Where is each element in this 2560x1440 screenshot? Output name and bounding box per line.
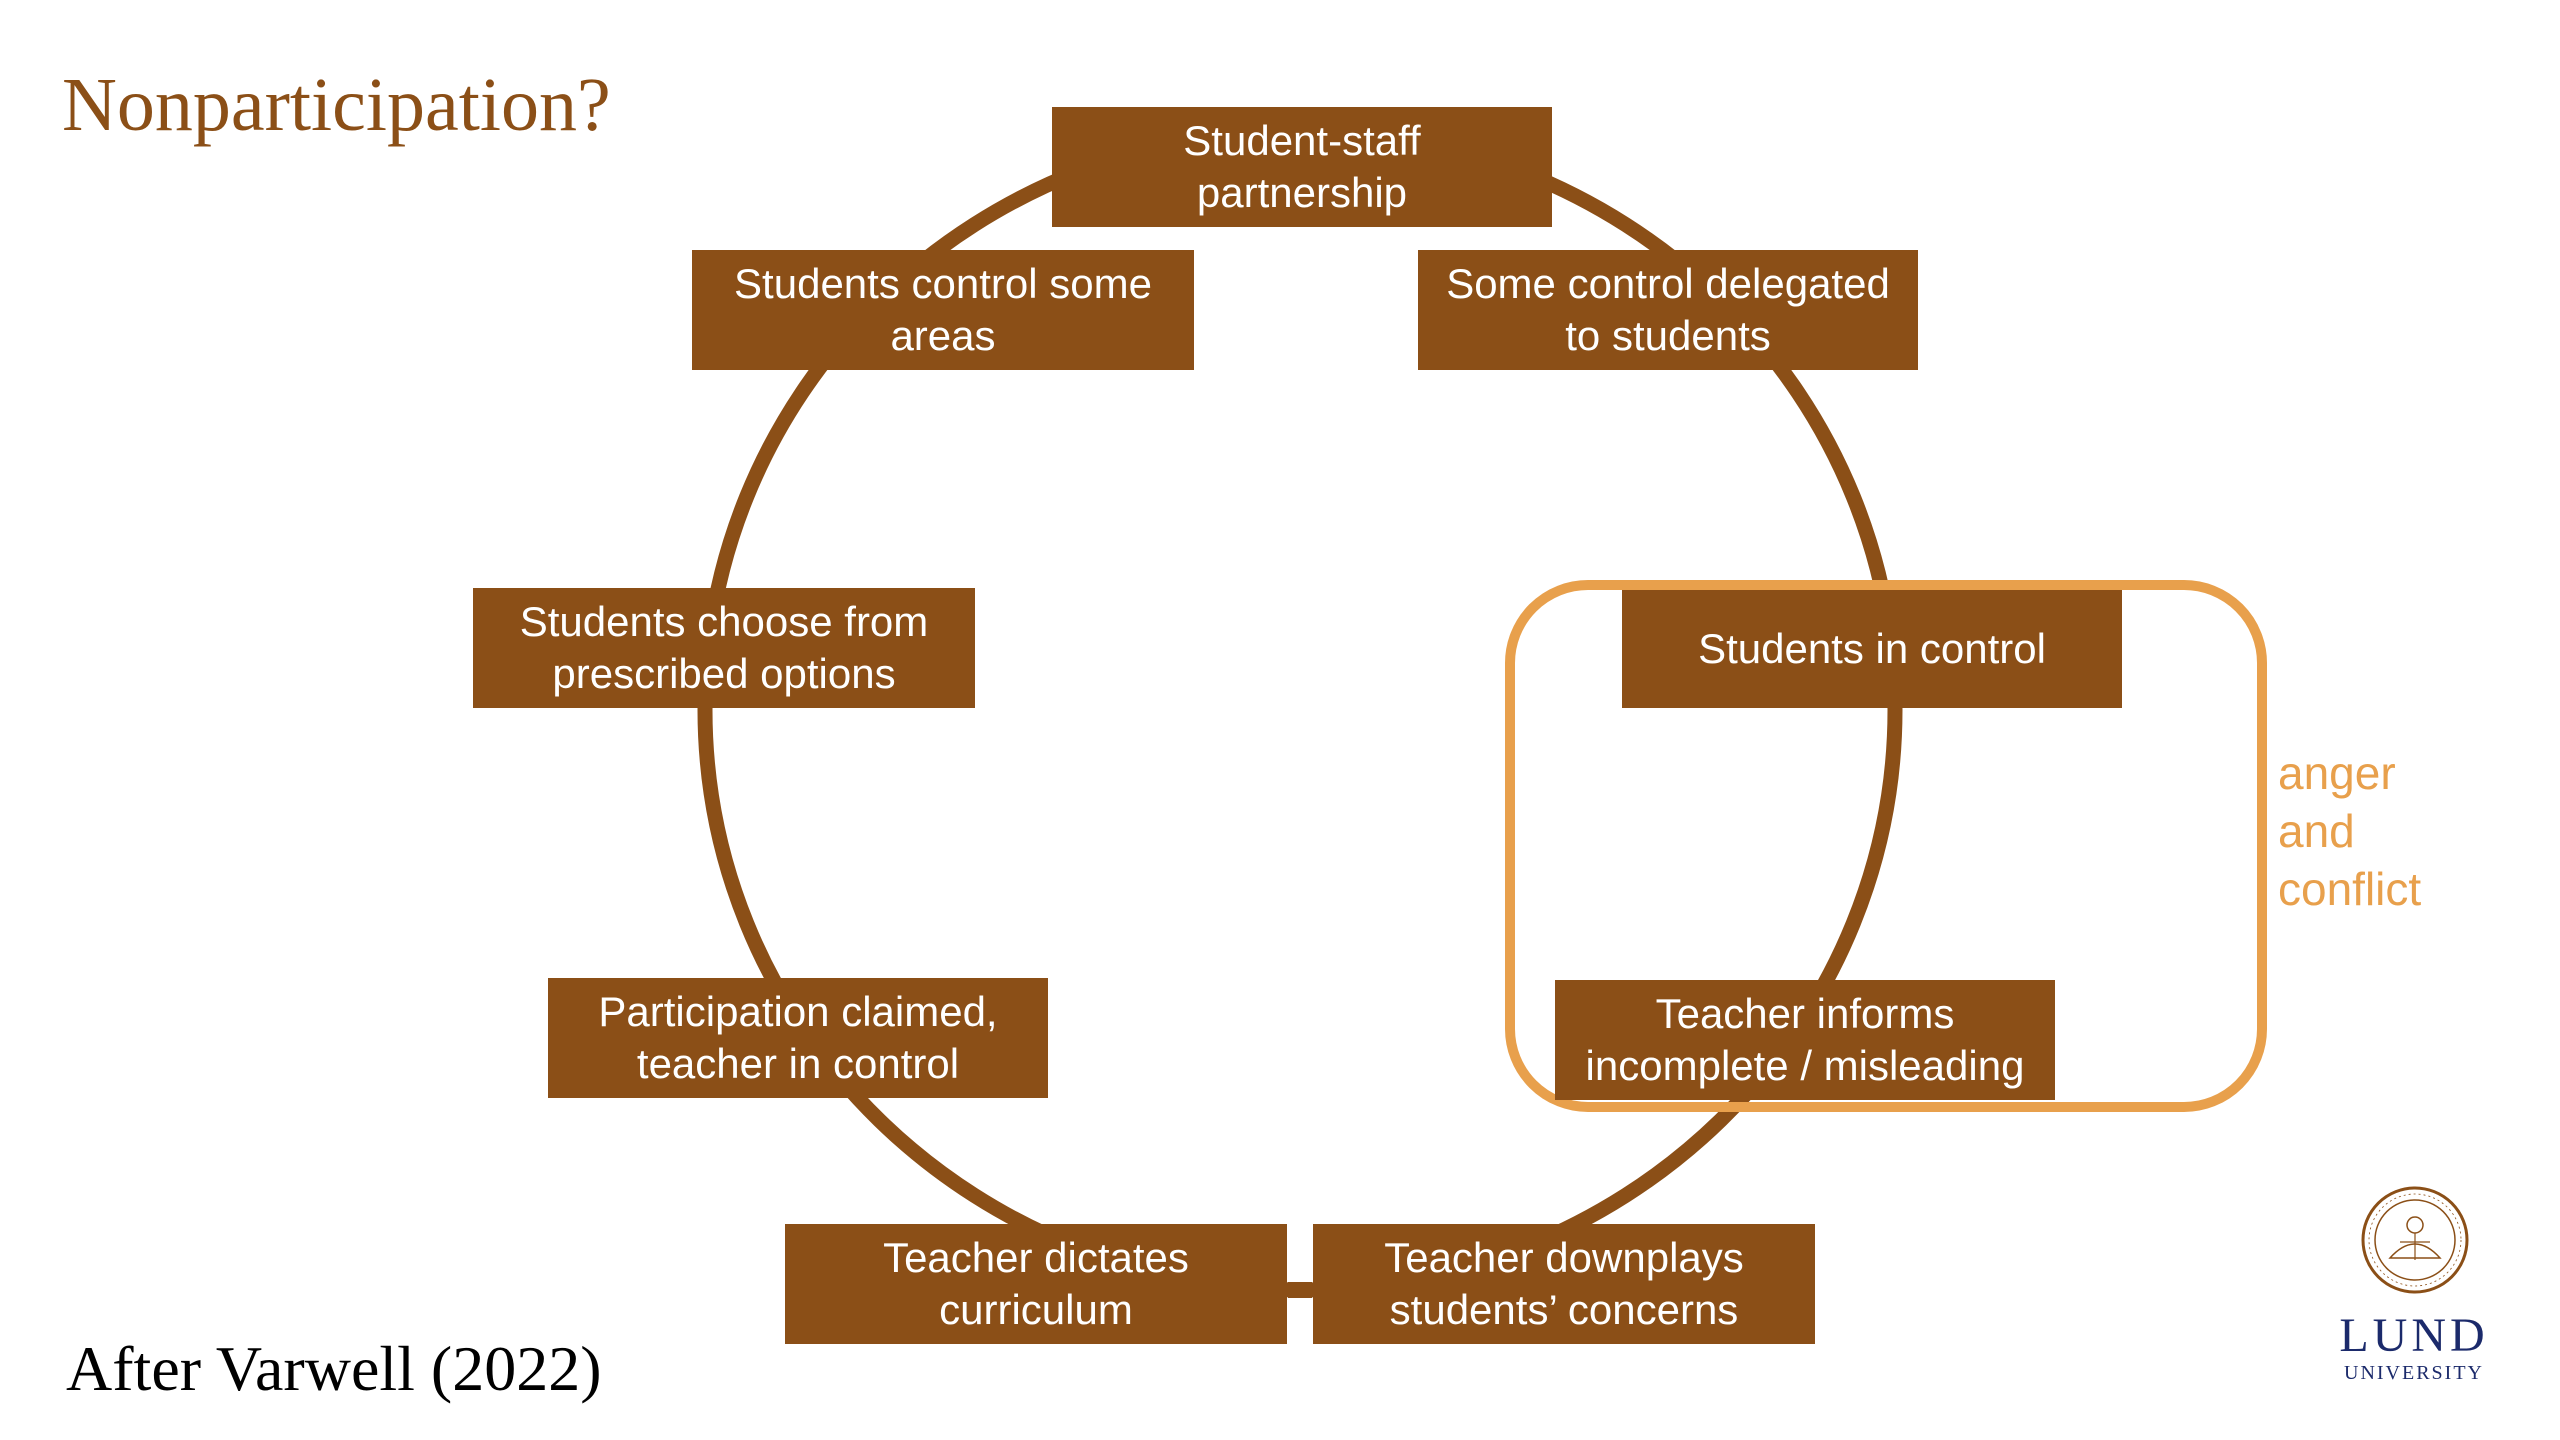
- node-participation-claimed: Participation claimed, teacher in contro…: [548, 978, 1048, 1098]
- node-label: Teacher downplays students’ concerns: [1384, 1234, 1744, 1333]
- highlight-annotation: anger and conflict: [2278, 747, 2422, 915]
- highlight-frame: [1505, 580, 2267, 1112]
- node-label: Teacher informs incomplete / misleading: [1585, 990, 2025, 1089]
- node-label: Teacher dictates curriculum: [883, 1234, 1189, 1333]
- university-logo: LUND UNIVERSITY: [2334, 1309, 2494, 1385]
- logo-name: LUND: [2339, 1309, 2489, 1362]
- node-student-staff-partnership: Student-staff partnership: [1052, 107, 1552, 227]
- node-students-control-some-areas: Students control some areas: [692, 250, 1194, 370]
- node-teacher-informs: Teacher informs incomplete / misleading: [1555, 980, 2055, 1100]
- node-students-choose: Students choose from prescribed options: [473, 588, 975, 708]
- university-seal-icon: [2361, 1186, 2469, 1294]
- node-teacher-dictates: Teacher dictates curriculum: [785, 1224, 1287, 1344]
- node-teacher-downplays: Teacher downplays students’ concerns: [1313, 1224, 1815, 1344]
- logo-subtitle: UNIVERSITY: [2344, 1362, 2484, 1384]
- source-citation: After Varwell (2022): [66, 1333, 602, 1404]
- node-label: Some control delegated to students: [1446, 260, 1890, 359]
- node-students-in-control: Students in control: [1622, 590, 2122, 708]
- cycle-gap-connector: [1288, 1282, 1312, 1298]
- node-some-control-delegated: Some control delegated to students: [1418, 250, 1918, 370]
- node-label: Students choose from prescribed options: [519, 598, 929, 697]
- node-label: Students in control: [1698, 625, 2046, 672]
- node-label: Student-staff partnership: [1183, 117, 1421, 216]
- slide-title: Nonparticipation?: [62, 63, 611, 147]
- node-label: Participation claimed, teacher in contro…: [598, 988, 998, 1087]
- node-label: Students control some areas: [734, 260, 1152, 359]
